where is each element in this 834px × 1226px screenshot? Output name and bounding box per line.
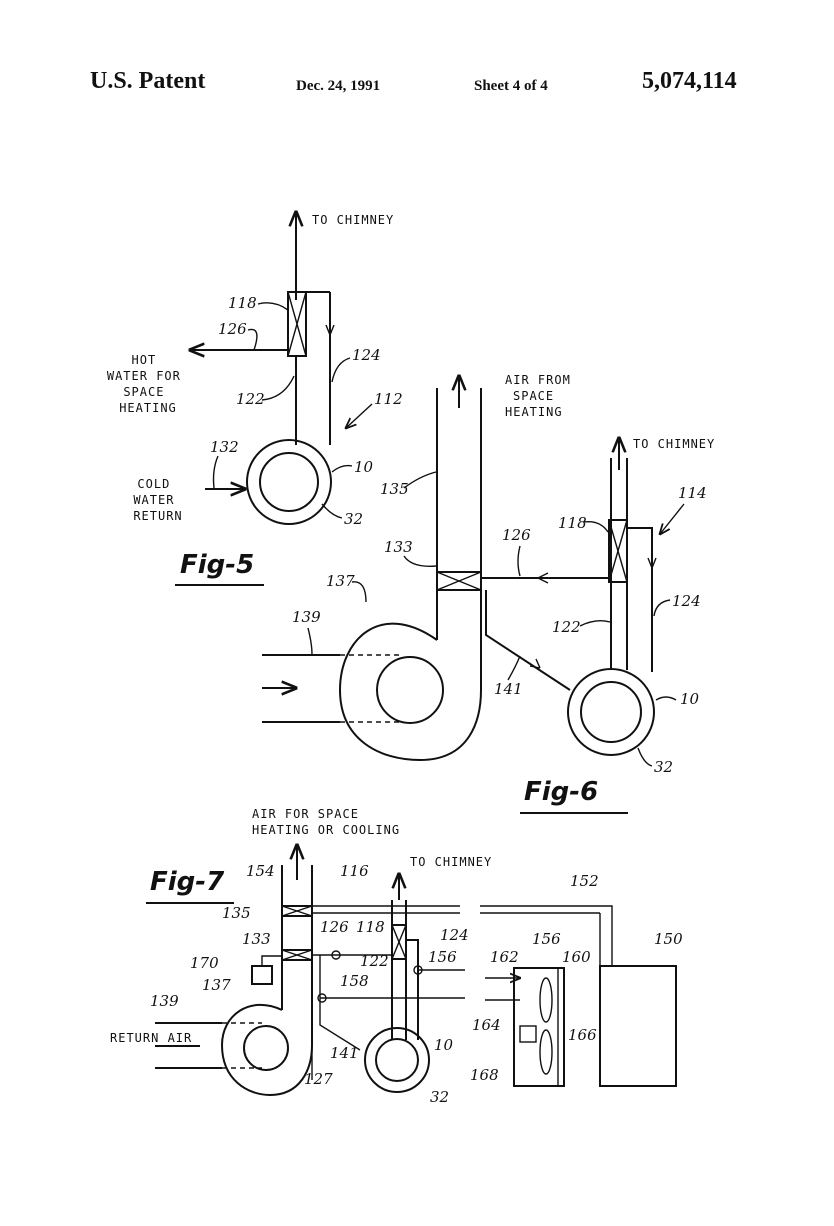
fig7-valve-158 [331,950,341,960]
fig6-heat-exchanger-118 [608,519,628,583]
fig6-water-line-141 [485,590,571,691]
fig6-ref-10: 10 [680,690,700,708]
fig7-to-chimney-label: TO CHIMNEY [410,855,492,869]
fig7-ref-135: 135 [222,904,251,922]
fig5-to-chimney-label: TO CHIMNEY [312,213,394,227]
fig5-ref-122: 122 [236,390,265,408]
fig7-blower-wheel [243,1025,289,1071]
fig6-boiler-core-32 [580,681,642,743]
fig7-ref-139: 139 [150,992,179,1010]
fig5-ref-124: 124 [352,346,381,364]
fig7-boiler-10 [364,1027,430,1093]
fig7-valve-156 [413,965,423,975]
fig7-ref-168: 168 [470,1066,499,1084]
fig7-chiller-150 [599,965,677,1087]
fig7-ref-127: 127 [304,1070,333,1088]
fig6-boiler-10 [567,668,655,756]
fig6-air-from-label: AIR FROM SPACE HEATING [505,373,579,419]
fig7-ref-126: 126 [320,918,349,936]
patent-label: U.S. Patent [90,68,206,94]
fig7-ref-137: 137 [202,976,231,994]
fig6-ref-135: 135 [380,480,409,498]
fig6-blower-137 [338,590,482,762]
fig7-ref-32: 32 [430,1088,449,1106]
patent-number: 5,074,114 [642,68,737,94]
fig7-ref-133: 133 [242,930,271,948]
fig7-ref-118: 118 [356,918,385,936]
fig5-boiler-core-32 [259,452,319,512]
fig7-heat-exchanger-118 [391,924,407,960]
fig7-ref-166: 166 [568,1026,597,1044]
fig7-ref-154: 154 [246,862,275,880]
sheet-number: Sheet 4 of 4 [474,78,548,94]
fig7-controller-170 [251,965,273,985]
fig5-ref-126: 126 [218,320,247,338]
fig6-diagram: AIR FROM SPACE HEATING TO CHIMNEY 135 13… [262,373,715,814]
fig7-ref-152: 152 [570,872,599,890]
fig7-blower-137 [220,1004,313,1097]
fig5-ref-112: 112 [374,390,403,408]
fig5-ref-118: 118 [228,294,257,312]
fig7-ref-116: 116 [340,862,369,880]
fig7-caption: Fig-7 [150,867,225,897]
fig7-ref-164: 164 [472,1016,501,1034]
fig5-boiler-10 [246,439,332,525]
fig7-coil-135 [281,905,313,917]
fig6-ref-139: 139 [292,608,321,626]
fig7-water-line-141 [319,955,361,1051]
fig6-ref-124: 124 [672,592,701,610]
fig7-fan-166 [539,977,553,1023]
fig5-cold-water-label: COLD WATER RETURN [133,477,182,523]
fig7-ref-156a: 156 [532,930,561,948]
fig6-coil-133 [436,571,482,591]
fig6-ref-141: 141 [494,680,523,698]
fig7-ref-10: 10 [434,1036,454,1054]
fig7-ref-141: 141 [330,1044,359,1062]
fig5-ref-10: 10 [354,458,374,476]
fig7-return-pipe-124 [406,939,419,1040]
fig7-diagram: AIR FOR SPACE HEATING OR COOLING TO CHIM… [110,807,683,1106]
fig7-motor-168 [519,1025,537,1043]
fig5-ref-132: 132 [210,438,239,456]
fig7-return-air-label: RETURN AIR [110,1031,192,1045]
fig6-ref-133: 133 [384,538,413,556]
fig7-ref-158: 158 [340,972,369,990]
fig7-boiler-core-32 [375,1038,419,1082]
fig6-ref-126: 126 [502,526,531,544]
patent-date: Dec. 24, 1991 [296,78,381,94]
fig7-water-line-152-b [480,905,613,966]
fig7-fan-coil-160 [513,967,565,1087]
fig7-ref-162: 162 [490,948,519,966]
fig7-ref-156b: 156 [428,948,457,966]
fig6-return-pipe-124 [627,527,653,672]
fig7-ref-122: 122 [360,952,389,970]
fig6-caption: Fig-6 [524,777,598,807]
fig6-blower-wheel [376,656,444,724]
fig6-ref-114: 114 [678,484,707,502]
fig7-ref-124: 124 [440,926,469,944]
fig5-diagram: TO CHIMNEY HOT WATER FOR SPACE HEATING C… [107,212,403,586]
fig5-hot-water-label: HOT WATER FOR SPACE HEATING [107,353,189,415]
fig7-ref-160: 160 [562,948,591,966]
fig6-to-chimney-label: TO CHIMNEY [633,437,715,451]
fig7-ref-150: 150 [654,930,683,948]
fig5-caption: Fig-5 [180,550,254,580]
fig6-ref-122: 122 [552,618,581,636]
fig6-ref-137: 137 [326,572,355,590]
fig5-ref-32: 32 [344,510,363,528]
fig6-ref-118: 118 [558,514,587,532]
fig7-ref-170: 170 [190,954,219,972]
fig6-ref-32: 32 [654,758,673,776]
fig7-air-for-label: AIR FOR SPACE HEATING OR COOLING [252,807,400,837]
